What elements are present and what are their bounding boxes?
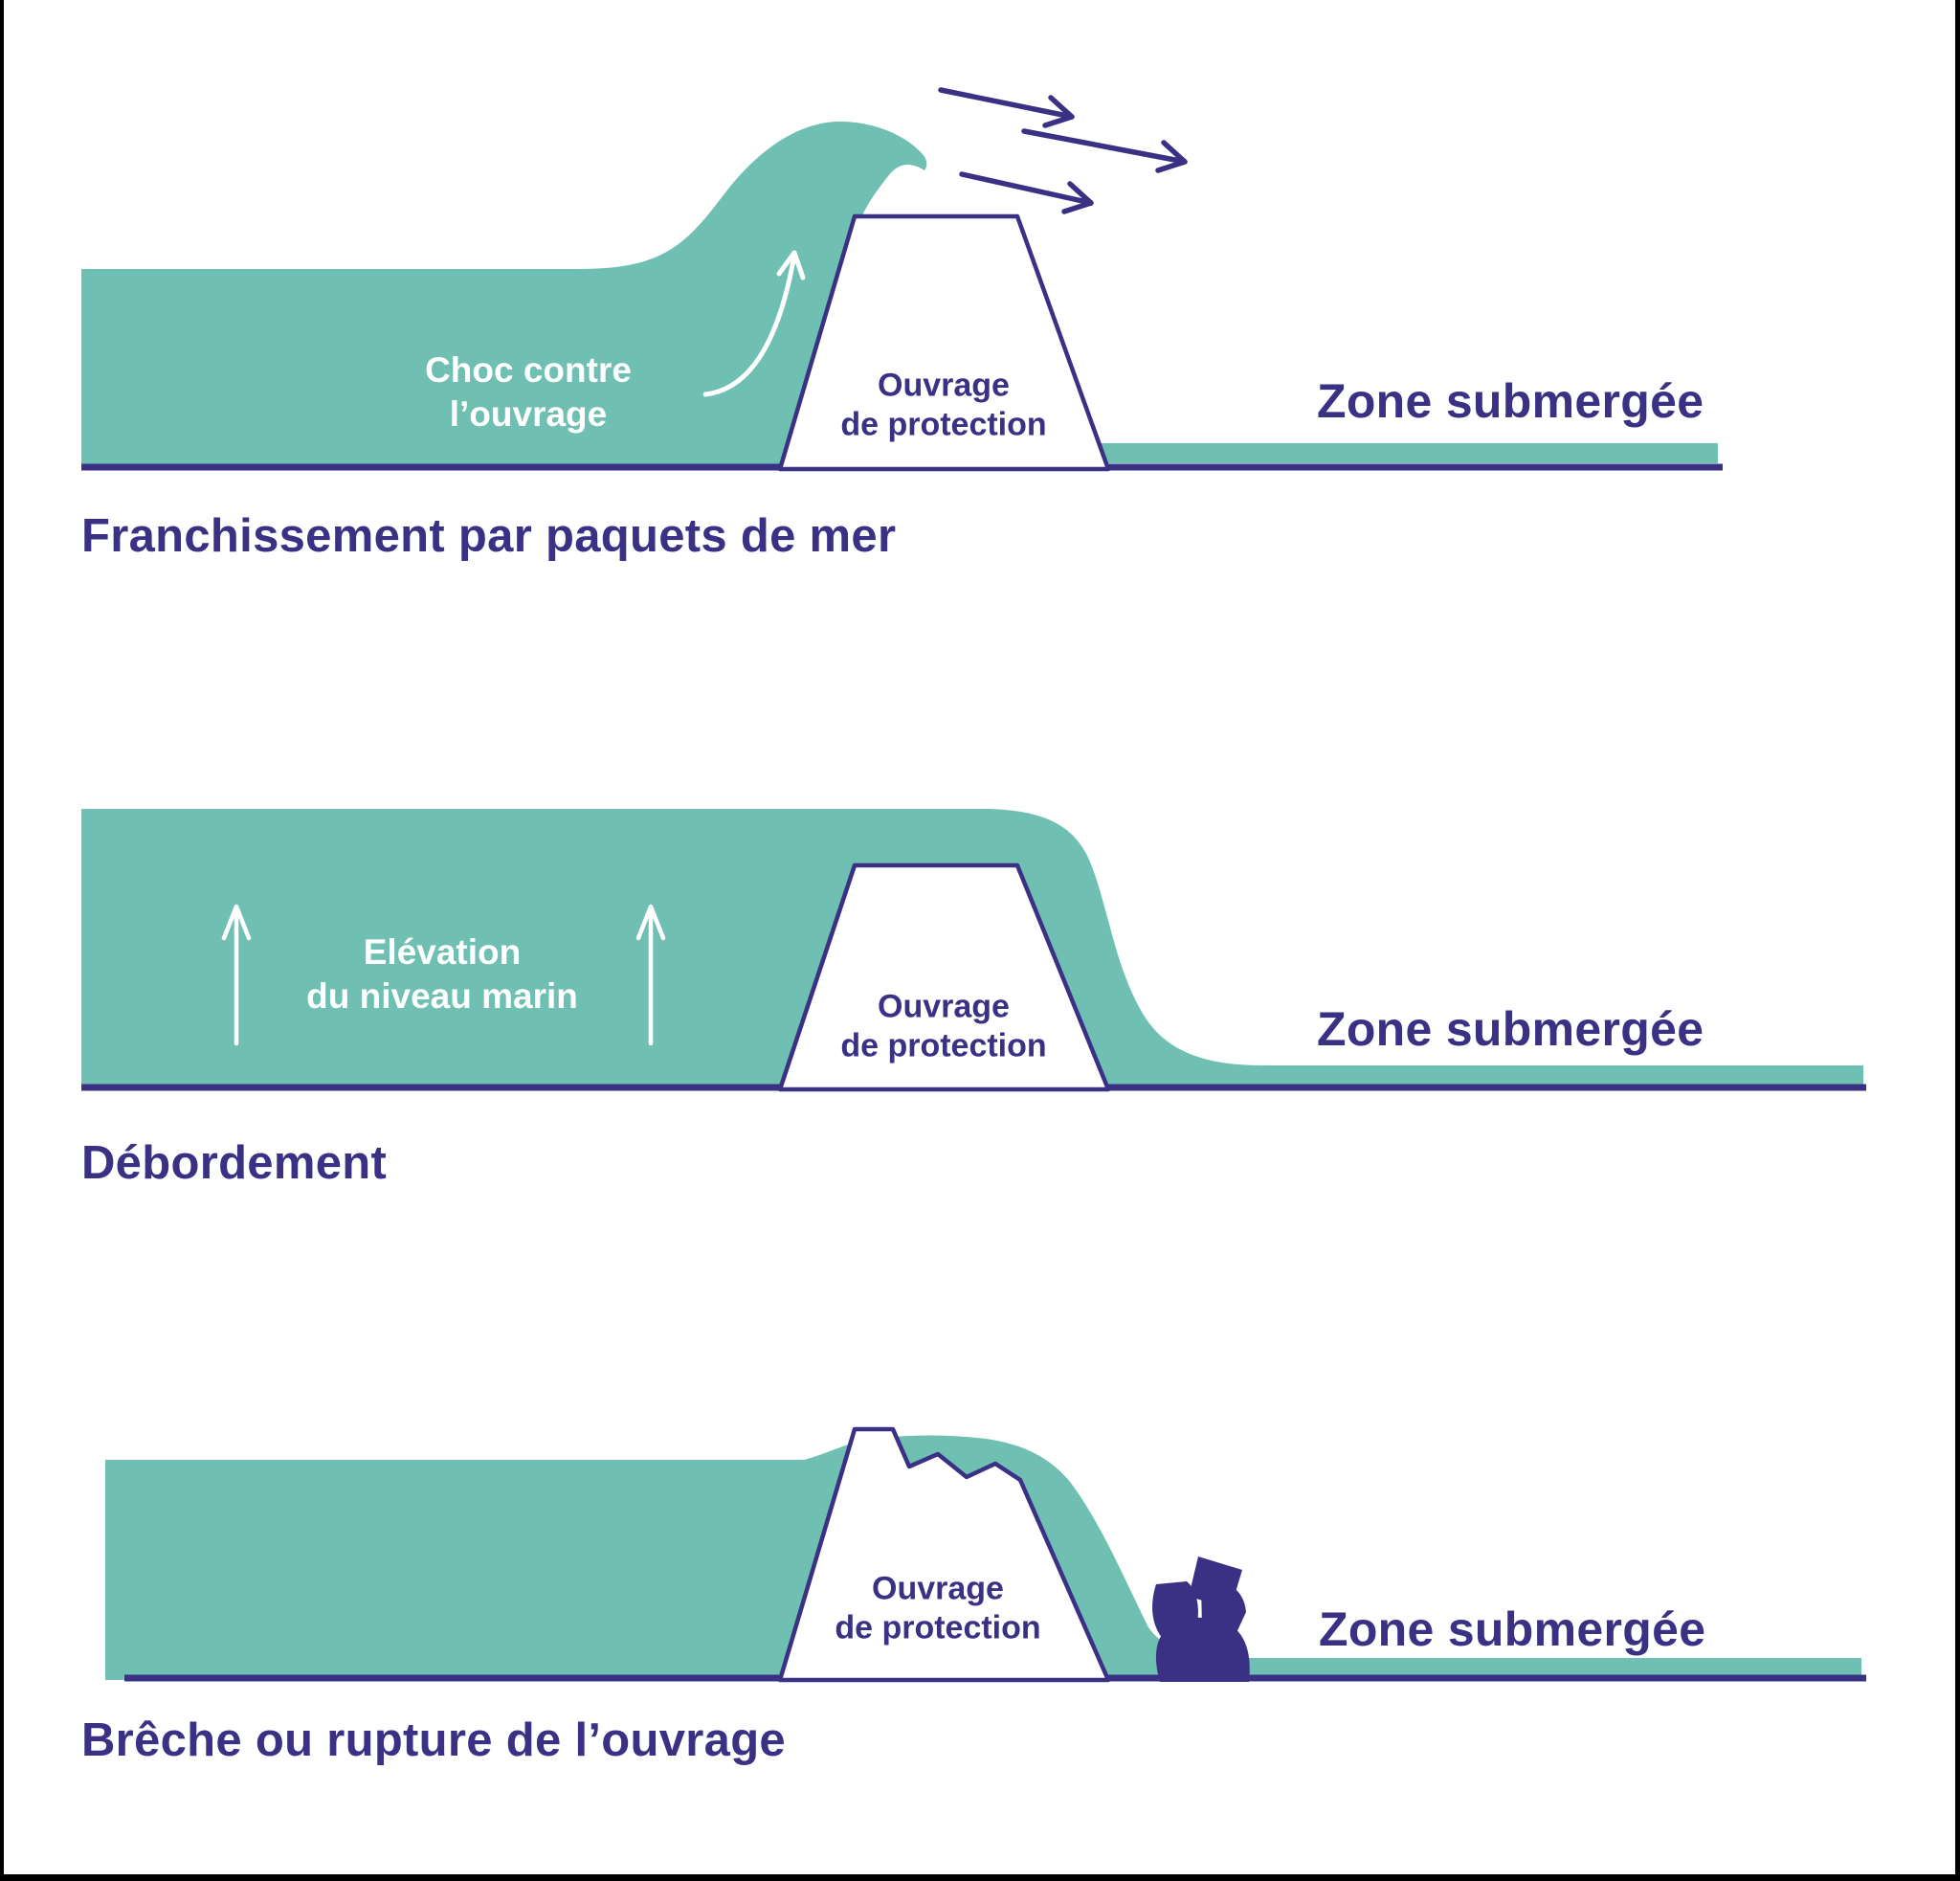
panel-franchissement xyxy=(81,87,1723,472)
structure-label-line2: de protection xyxy=(840,1028,1047,1064)
structure-label-line1: Ouvrage xyxy=(872,1570,1004,1607)
frame-right-edge xyxy=(1955,0,1960,1881)
protection-structure xyxy=(777,862,1111,1092)
annotation-line1: Elévation xyxy=(363,932,522,973)
structure-label-line2: de protection xyxy=(835,1610,1041,1646)
structure-label-line2: de protection xyxy=(840,407,1047,443)
wave-water-shape xyxy=(81,122,927,469)
annotation-line2: l’ouvrage xyxy=(449,394,608,434)
panel-breche xyxy=(105,1426,1866,1683)
sea-level-annotation: Elévation du niveau marin xyxy=(306,930,578,1019)
submerged-water-strip xyxy=(1091,443,1718,463)
submerged-zone-label: Zone submergée xyxy=(1319,1602,1706,1656)
protection-structure xyxy=(777,213,1111,472)
breached-protection-structure xyxy=(777,1426,1111,1683)
frame-bottom-edge xyxy=(0,1874,1960,1881)
panel-debordement xyxy=(81,809,1866,1092)
structure-label: Ouvrage de protection xyxy=(840,367,1046,446)
impact-arrow-icon xyxy=(702,250,806,397)
panel-title-franchissement: Franchissement par paquets de mer xyxy=(81,510,897,562)
annotation-line2: du niveau marin xyxy=(306,976,578,1016)
panel-title-debordement: Débordement xyxy=(81,1137,388,1189)
spray-arrows-icon xyxy=(938,87,1188,214)
sea-level-rise-arrows-icon xyxy=(221,904,666,1046)
frame-left-edge xyxy=(0,0,4,1881)
rubble-rocks-icon xyxy=(1152,1556,1250,1682)
panel-title-breche: Brêche ou rupture de l’ouvrage xyxy=(81,1714,786,1766)
structure-label: Ouvrage de protection xyxy=(835,1570,1040,1649)
structure-label-line1: Ouvrage xyxy=(878,988,1010,1025)
impact-annotation: Choc contre l’ouvrage xyxy=(425,348,632,437)
annotation-line1: Choc contre xyxy=(425,350,632,391)
structure-label-line1: Ouvrage xyxy=(878,367,1010,404)
structure-label: Ouvrage de protection xyxy=(840,988,1046,1067)
submerged-zone-label: Zone submergée xyxy=(1317,374,1704,428)
submerged-zone-label: Zone submergée xyxy=(1317,1002,1704,1056)
